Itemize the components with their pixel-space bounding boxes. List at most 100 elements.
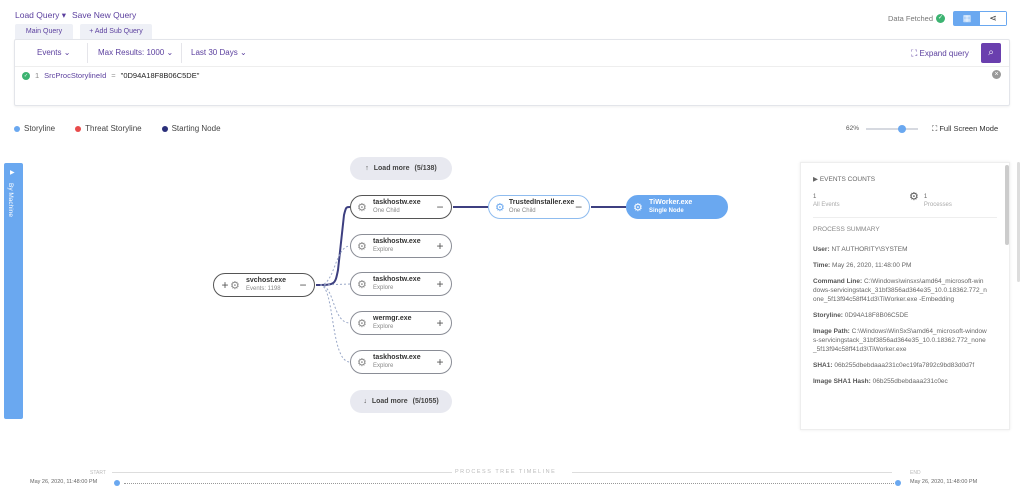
gear-icon: ⚙ [357,240,367,253]
timeline-track[interactable] [124,483,894,484]
expand-plus-icon[interactable]: + [436,316,444,330]
data-status: Data Fetched✓ [888,14,946,23]
events-counts-toggle[interactable]: ▶ EVENTS COUNTS [813,175,997,183]
load-query-label: Load Query [15,10,60,20]
collapse-minus-icon[interactable]: − [575,200,583,214]
date-range-dropdown[interactable]: Last 30 Days ⌄ [191,40,247,66]
expand-icon: ⛶ [911,48,918,58]
table-view-icon[interactable]: ▦ [954,12,980,25]
node-name: svchost.exe [246,277,287,284]
by-machine-sidebar[interactable]: ▶ By Machine [4,163,23,419]
search-button[interactable]: ⌕ [981,43,1001,63]
chevron-down-icon: ⌄ [166,48,174,57]
load-more-bottom-button[interactable]: ↓Load more(5/1055) [350,390,452,413]
summary-field: Image Path: C:\Windows\WinSxS\amd64_micr… [813,327,987,354]
node-name: TrustedInstaller.exe [508,199,575,206]
gear-icon: ⚙ [230,279,240,292]
legend-label: Threat Storyline [85,124,142,133]
node-sub: Explore [373,247,394,253]
process-summary-title: PROCESS SUMMARY [813,226,880,233]
count-value: 1 [813,194,817,200]
full-screen-label: Full Screen Mode [939,124,999,133]
field-key: Image Path: [813,328,850,335]
expand-plus-icon[interactable]: + [436,239,444,253]
arrow-up-icon: ↑ [365,165,369,172]
field-value: 06b255dbebdaaa231c0ec [872,378,948,385]
by-machine-label: By Machine [7,183,14,217]
field-value: C:\Windows\winsxs\amd64_microsoft-window… [813,278,987,303]
edge-root-child3 [319,283,351,286]
gear-icon: ⚙ [633,201,643,214]
timeline-end-time: May 26, 2020, 11:48:00 PM [910,479,978,485]
timeline-start-handle[interactable] [114,480,120,486]
node-sub: One Child [508,208,536,214]
node-name: taskhostw.exe [373,238,421,245]
timeline-title: PROCESS TREE TIMELINE [455,469,557,475]
save-query-link[interactable]: Save New Query [72,10,137,20]
timeline-end-handle[interactable] [895,480,901,486]
query-line[interactable]: ✓ 1 SrcProcStorylineId = "0D94A18F8B06C5… [22,71,199,80]
full-screen-button[interactable]: ⛶ Full Screen Mode [932,124,998,134]
tab-add-sub-query[interactable]: + Add Sub Query [80,24,152,39]
legend-storyline: Storyline [14,124,55,133]
gear-icon: ⚙ [357,317,367,330]
summary-field: SHA1: 06b255dbebdaaa231c0ec19fa7892c9bd8… [813,361,987,370]
node-name: taskhostw.exe [373,354,421,361]
node-name: wermgr.exe [373,315,412,322]
divider [87,43,88,63]
load-more-top-button[interactable]: ↑Load more(5/138) [350,157,452,180]
events-counts-title: EVENTS COUNTS [819,176,876,183]
chevron-down-icon: ⌄ [63,48,71,57]
node-sub: Explore [373,324,394,330]
tab-main-query[interactable]: Main Query [15,24,73,39]
expand-plus-icon[interactable]: + [436,355,444,369]
summary-field: User: NT AUTHORITY\SYSTEM [813,245,987,254]
divider [15,66,1009,67]
panel-scrollbar[interactable] [1005,165,1009,245]
expand-plus-icon[interactable]: + [436,277,444,291]
max-results-label: Max Results: 1000 [98,48,165,57]
events-dropdown[interactable]: Events ⌄ [37,40,70,66]
field-key: SHA1: [813,362,833,369]
page-scrollbar[interactable] [1017,162,1020,282]
search-icon: ⌕ [988,47,994,58]
load-more-count: (5/1055) [412,398,439,405]
timeline-end-label: END [910,470,921,476]
node-name: taskhostw.exe [373,276,421,283]
expand-query-button[interactable]: ⛶ Expand query [911,40,969,66]
edge-root-child4 [319,284,351,324]
edge-root-child2 [319,245,351,286]
chevron-down-icon: ⌄ [239,48,247,57]
legend-starting-node: Starting Node [161,124,221,133]
max-results-dropdown[interactable]: Max Results: 1000 ⌄ [98,40,173,66]
check-circle-icon: ✓ [936,14,946,23]
gear-icon: ⚙ [357,201,367,214]
divider [181,43,182,63]
graph-view-icon[interactable]: ⋖ [980,12,1006,25]
events-label: Events [37,48,62,57]
expand-plus-icon[interactable]: + [221,278,229,292]
clear-query-icon[interactable]: × [992,70,1001,79]
legend-dot [14,125,20,132]
field-value: 06b255dbebdaaa231c0ec19fa7892c9bd83d0d7f [834,362,975,369]
field-value: May 26, 2020, 11:48:00 PM [832,262,912,269]
load-query-dropdown[interactable]: Load Query ▾ [15,10,66,21]
collapse-minus-icon[interactable]: − [436,200,444,214]
gear-icon: ⚙ [357,356,367,369]
zoom-slider[interactable] [866,125,918,133]
summary-field: Storyline: 0D94A18F8B06C5DE [813,311,987,320]
zoom-slider-handle[interactable] [898,125,906,133]
legend: Storyline Threat Storyline Starting Node [14,124,221,133]
collapse-minus-icon[interactable]: − [299,278,307,292]
